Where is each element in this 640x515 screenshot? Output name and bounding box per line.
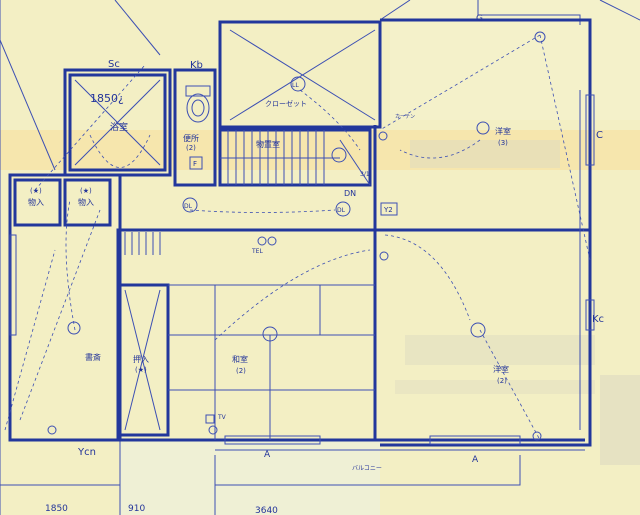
label-ycn: Ycn: [77, 447, 96, 458]
label-closet2-no: (★): [80, 187, 92, 195]
label-bath-size: 1850¿: [90, 92, 124, 105]
windows: [9, 94, 595, 445]
labels: Sc Kb G C Kc Ycn A A 1850¿ 浴室 便所 (2) クロー…: [28, 14, 604, 515]
label-washitsu: 和室: [232, 354, 248, 364]
label-curtain: カーテン: [395, 114, 415, 120]
label-g: G: [476, 14, 483, 24]
label-f: F: [193, 160, 197, 168]
label-youshitsu3: 洋室: [495, 126, 511, 136]
label-a1: A: [264, 450, 271, 460]
label-oshiire: 押入: [133, 354, 149, 364]
label-dl2: DL: [337, 207, 346, 214]
label-closet1: 物入: [28, 197, 44, 207]
label-tel: TEL: [251, 248, 263, 255]
label-toilet-no: (2): [186, 144, 196, 152]
stair-treads: [124, 130, 371, 255]
label-tv: TV: [217, 414, 227, 421]
dim-910: 910: [128, 504, 145, 514]
label-utility: 物置室: [256, 139, 280, 149]
ghost-print: [395, 140, 640, 465]
label-c: C: [596, 130, 603, 141]
label-washitsu-no: (2): [236, 367, 246, 375]
label-dl1: DL: [184, 203, 193, 210]
label-sc: Sc: [108, 59, 120, 70]
label-youshitsu2: 洋室: [493, 364, 509, 374]
label-closet1-no: (★): [30, 187, 42, 195]
label-oshiire-no: (★): [135, 366, 147, 374]
label-y2: Y2: [383, 206, 393, 214]
dim-3640: 3640: [255, 506, 278, 515]
label-stair-no: 3/1: [360, 171, 370, 178]
label-kc: Kc: [592, 314, 604, 325]
label-closet: クローゼット: [265, 99, 307, 108]
fixtures: [47, 31, 546, 441]
walls: [8, 18, 592, 451]
label-closet2: 物入: [78, 197, 94, 207]
label-balcony: バルコニー: [352, 465, 382, 472]
label-study: 書斎: [85, 352, 101, 362]
label-kb: Kb: [190, 60, 203, 71]
label-bath: 浴室: [110, 121, 128, 133]
tatami: [168, 284, 375, 440]
wiring: [4, 34, 591, 441]
label-youshitsu2-no: (2): [497, 377, 507, 385]
label-youshitsu3-no: (3): [498, 139, 508, 147]
label-a2: A: [472, 455, 479, 465]
label-dn: DN: [344, 189, 356, 198]
cross-marks: [74, 29, 376, 431]
dim-1850: 1850: [45, 504, 68, 514]
label-toilet: 便所: [183, 133, 199, 143]
label-ll: LL: [292, 82, 299, 89]
